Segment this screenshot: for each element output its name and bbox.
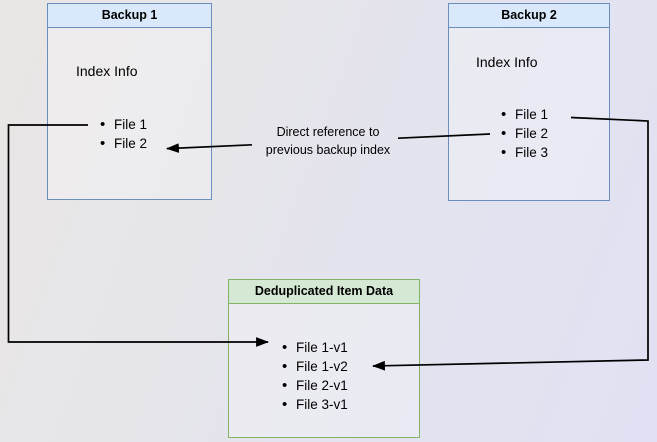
edge-label-direct-reference: Direct reference to previous backup inde…	[238, 123, 418, 159]
backup1-index-info-label: Index Info	[76, 63, 138, 79]
file-list-item: File 2-v1	[282, 376, 348, 395]
file-list-item: File 3-v1	[282, 395, 348, 414]
deduplicated-item-data-title: Deduplicated Item Data	[229, 280, 419, 304]
file-list-item: File 3	[501, 143, 548, 162]
file-list-item: File 1	[100, 115, 147, 134]
backup2-index-info-label: Index Info	[476, 54, 538, 70]
file-list-item: File 1-v2	[282, 357, 348, 376]
deduplicated-item-data-box: Deduplicated Item Data File 1-v1File 1-v…	[228, 279, 420, 438]
backup1-box: Backup 1 Index Info File 1File 2	[47, 3, 212, 200]
file-list-item: File 2	[501, 124, 548, 143]
edge-label-line2: previous backup index	[265, 143, 391, 157]
backup2-box: Backup 2 Index Info File 1File 2File 3	[448, 3, 610, 201]
backup1-title: Backup 1	[48, 4, 211, 28]
backup1-file-list: File 1File 2	[100, 115, 147, 153]
edge-label-line1: Direct reference to	[276, 125, 380, 139]
backup2-title: Backup 2	[449, 4, 609, 28]
file-list-item: File 1	[501, 105, 548, 124]
backup2-file-list: File 1File 2File 3	[501, 105, 548, 162]
file-list-item: File 1-v1	[282, 338, 348, 357]
dedup-file-list: File 1-v1File 1-v2File 2-v1File 3-v1	[282, 338, 348, 414]
file-list-item: File 2	[100, 134, 147, 153]
